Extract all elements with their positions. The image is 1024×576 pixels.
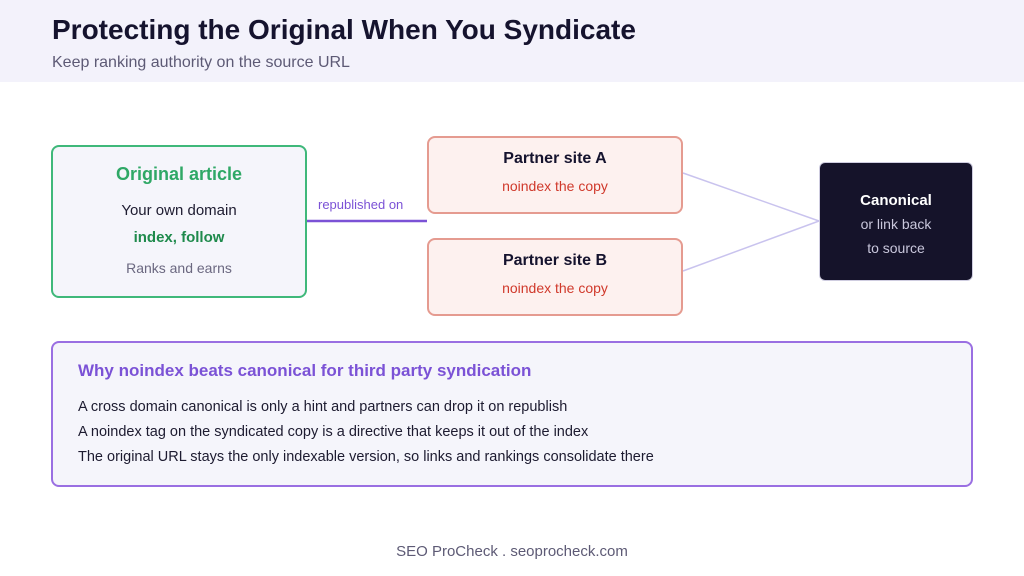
why-item: The original URL stays the only indexabl… — [78, 449, 654, 465]
canonical-line1: or link back — [860, 216, 932, 232]
original-domain: Your own domain — [121, 202, 237, 219]
partner-a-directive: noindex the copy — [502, 178, 608, 194]
header-band: Protecting the Original When You Syndica… — [0, 0, 1024, 82]
canonical-title: Canonical — [860, 192, 932, 209]
original-title: Original article — [115, 164, 243, 184]
footer-credit: SEO ProCheck . seoprocheck.com — [396, 543, 628, 560]
edge-partner-b-to-canonical — [682, 220, 820, 272]
original-note: Ranks and earns — [126, 260, 232, 276]
canonical-node: Canonical or link back to source — [819, 162, 973, 281]
edge-partner-a-to-canonical — [682, 172, 820, 222]
partner-site-a-node: Partner site A noindex the copy — [427, 136, 683, 214]
why-item: A noindex tag on the syndicated copy is … — [78, 424, 589, 440]
partner-a-title: Partner site A — [503, 150, 607, 167]
canonical-line2: to source — [867, 240, 925, 256]
why-item: A cross domain canonical is only a hint … — [78, 399, 568, 415]
partner-b-title: Partner site B — [502, 252, 608, 269]
why-title: Why noindex beats canonical for third pa… — [78, 361, 532, 380]
page-title: Protecting the Original When You Syndica… — [52, 14, 636, 45]
edge-label-republished: republished on — [318, 197, 404, 212]
partner-b-directive: noindex the copy — [502, 280, 608, 296]
original-article-node: Original article Your own domain index, … — [51, 145, 307, 298]
partner-site-b-node: Partner site B noindex the copy — [427, 238, 683, 316]
page-subtitle: Keep ranking authority on the source URL — [52, 54, 350, 71]
original-index-directive: index, follow — [133, 229, 225, 246]
why-panel: Why noindex beats canonical for third pa… — [51, 341, 973, 487]
